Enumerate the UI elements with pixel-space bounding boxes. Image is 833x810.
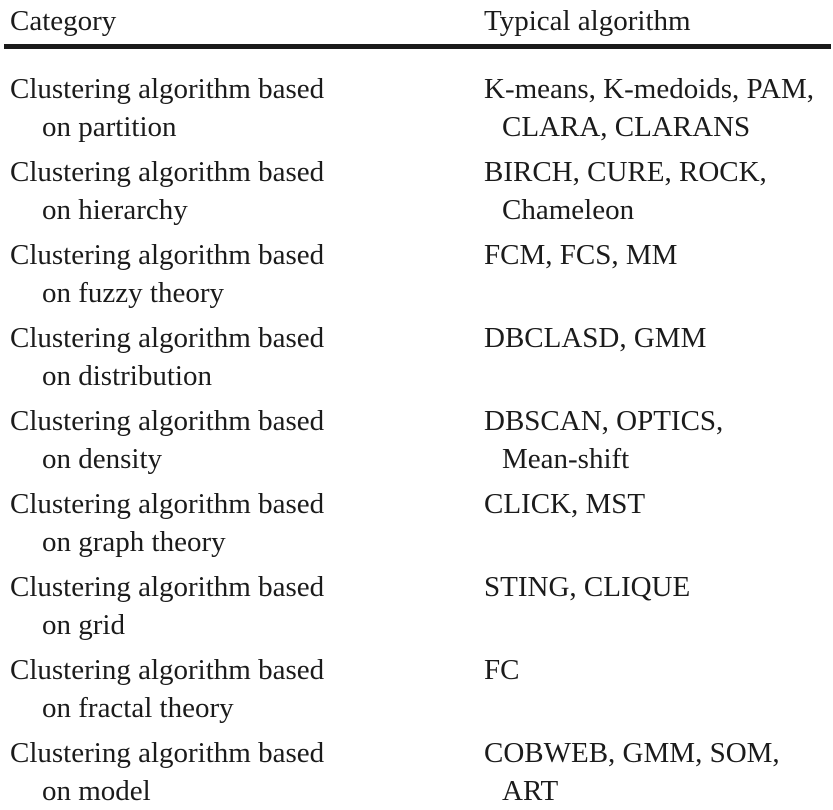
algorithm-cell: COBWEB, GMM, SOM, ART: [484, 734, 833, 810]
category-cell: Clustering algorithm based on fuzzy theo…: [10, 236, 484, 312]
algorithm-line: COBWEB, GMM, SOM,: [484, 737, 780, 769]
algorithm-line: Mean-shift: [502, 443, 630, 475]
algorithm-line: DBCLASD, GMM: [484, 322, 707, 354]
table-row: Clustering algorithm based on hierarchy …: [10, 153, 833, 229]
table-row: Clustering algorithm based on density DB…: [10, 402, 833, 478]
category-line: Clustering algorithm based: [10, 73, 325, 105]
table-row: Clustering algorithm based on partition …: [10, 70, 833, 146]
algorithm-column-header: Typical algorithm: [484, 5, 691, 37]
category-line: Clustering algorithm based: [10, 654, 325, 686]
category-line: on partition: [42, 111, 177, 143]
category-line: Clustering algorithm based: [10, 405, 325, 437]
category-cell: Clustering algorithm based on density: [10, 402, 484, 478]
table-row: Clustering algorithm based on fractal th…: [10, 651, 833, 727]
category-line: on graph theory: [42, 526, 226, 558]
category-cell: Clustering algorithm based on model: [10, 734, 484, 810]
category-column-header: Category: [10, 5, 117, 37]
category-line: Clustering algorithm based: [10, 156, 325, 188]
header-rule-divider: [4, 44, 831, 49]
category-cell: Clustering algorithm based on graph theo…: [10, 485, 484, 561]
algorithm-cell: K-means, K-medoids, PAM, CLARA, CLARANS: [484, 70, 833, 146]
category-cell: Clustering algorithm based on fractal th…: [10, 651, 484, 727]
algorithm-line: DBSCAN, OPTICS,: [484, 405, 724, 437]
algorithm-cell: FC: [484, 651, 833, 727]
algorithm-line: BIRCH, CURE, ROCK,: [484, 156, 767, 188]
table-row: Clustering algorithm based on graph theo…: [10, 485, 833, 561]
algorithm-cell: DBCLASD, GMM: [484, 319, 833, 395]
category-line: Clustering algorithm based: [10, 571, 325, 603]
category-line: on density: [42, 443, 163, 475]
category-line: Clustering algorithm based: [10, 488, 325, 520]
category-line: Clustering algorithm based: [10, 239, 325, 271]
algorithm-line: CLICK, MST: [484, 488, 646, 520]
table-body: Clustering algorithm based on partition …: [10, 49, 833, 810]
table-header-row: Category Typical algorithm: [10, 2, 833, 40]
table-row: Clustering algorithm based on distributi…: [10, 319, 833, 395]
algorithm-cell: STING, CLIQUE: [484, 568, 833, 644]
category-cell: Clustering algorithm based on partition: [10, 70, 484, 146]
category-line: on fuzzy theory: [42, 277, 224, 309]
algorithm-line: CLARA, CLARANS: [502, 111, 751, 143]
table-row: Clustering algorithm based on fuzzy theo…: [10, 236, 833, 312]
algorithm-cell: BIRCH, CURE, ROCK, Chameleon: [484, 153, 833, 229]
table-row: Clustering algorithm based on model COBW…: [10, 734, 833, 810]
category-cell: Clustering algorithm based on distributi…: [10, 319, 484, 395]
algorithm-cell: FCM, FCS, MM: [484, 236, 833, 312]
category-line: Clustering algorithm based: [10, 322, 325, 354]
algorithm-cell: CLICK, MST: [484, 485, 833, 561]
category-line: on fractal theory: [42, 692, 234, 724]
category-cell: Clustering algorithm based on hierarchy: [10, 153, 484, 229]
category-line: on distribution: [42, 360, 212, 392]
category-line: on hierarchy: [42, 194, 188, 226]
algorithm-line: ART: [502, 775, 559, 807]
algorithm-line: STING, CLIQUE: [484, 571, 691, 603]
algorithm-line: K-means, K-medoids, PAM,: [484, 73, 815, 105]
category-line: on grid: [42, 609, 125, 641]
algorithm-line: FCM, FCS, MM: [484, 239, 678, 271]
algorithm-line: FC: [484, 654, 520, 686]
table-row: Clustering algorithm based on grid STING…: [10, 568, 833, 644]
category-line: on model: [42, 775, 151, 807]
category-line: Clustering algorithm based: [10, 737, 325, 769]
category-cell: Clustering algorithm based on grid: [10, 568, 484, 644]
algorithm-cell: DBSCAN, OPTICS, Mean-shift: [484, 402, 833, 478]
algorithm-line: Chameleon: [502, 194, 635, 226]
